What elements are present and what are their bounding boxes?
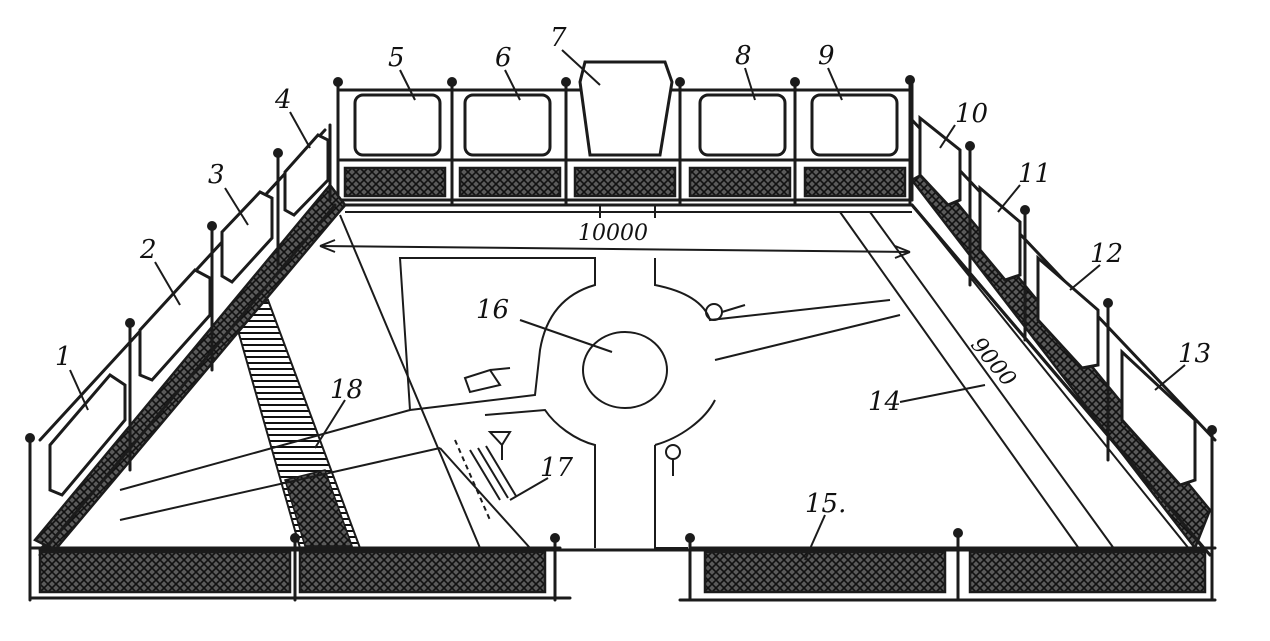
callout-10: 10 <box>955 99 988 129</box>
callout-16: 16 <box>476 295 509 325</box>
walkway-layout <box>119 214 901 549</box>
callout-15: 15. <box>805 489 846 519</box>
callout-12: 12 <box>1090 239 1123 269</box>
callout-9: 9 <box>818 41 835 71</box>
callout-7: 7 <box>550 23 567 53</box>
front-fence <box>28 528 1217 602</box>
callout-17: 17 <box>540 453 574 483</box>
callout-leaders <box>69 49 1186 561</box>
callout-18: 18 <box>330 375 363 405</box>
dimension-labels: 10000 9000 <box>578 221 1021 392</box>
callout-labels: 1 2 3 4 5 6 7 8 9 10 11 12 13 14 15. 16 … <box>55 23 1211 519</box>
callout-11: 11 <box>1018 159 1051 189</box>
callout-6: 6 <box>495 43 512 73</box>
callout-5: 5 <box>388 43 405 73</box>
callout-13: 13 <box>1178 339 1211 369</box>
dimension-lines <box>319 205 911 259</box>
callout-14: 14 <box>868 387 901 417</box>
callout-2: 2 <box>139 235 157 265</box>
callout-8: 8 <box>735 41 752 71</box>
striped-ramp <box>233 298 362 549</box>
width-dimension-label: 10000 <box>578 221 648 246</box>
right-fence <box>910 78 1217 602</box>
callout-1: 1 <box>55 342 72 372</box>
callout-4: 4 <box>274 85 292 115</box>
track-strip <box>839 211 1116 551</box>
callout-3: 3 <box>208 160 225 190</box>
left-fence <box>25 123 347 602</box>
back-fence <box>333 60 915 207</box>
